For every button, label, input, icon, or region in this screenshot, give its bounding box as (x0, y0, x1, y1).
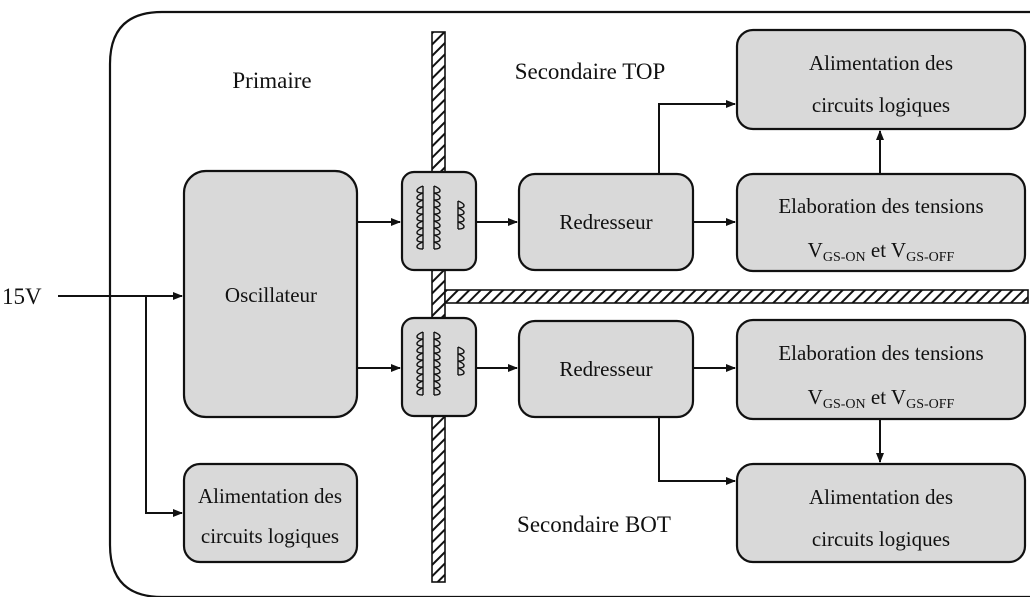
supply-top-line1: Alimentation des (809, 51, 953, 75)
input-voltage-label: 15V (2, 284, 42, 309)
elab-bot-line1: Elaboration des tensions (778, 341, 983, 365)
transformer-bot-block (400, 316, 478, 418)
supply-primary-line2: circuits logiques (201, 524, 339, 548)
region-label-secondary-bot: Secondaire BOT (517, 512, 671, 537)
supply-bot-line1: Alimentation des (809, 485, 953, 509)
transformer-top-block (400, 170, 478, 272)
transformer-bot-coil-icon (416, 331, 465, 396)
supply-top-line2: circuits logiques (812, 93, 950, 117)
transformer-top-coil-icon (416, 185, 465, 250)
supply-primary-line1: Alimentation des (198, 484, 342, 508)
wire-input-to-supply-primary (145, 296, 183, 517)
rectifier-top-label: Redresseur (559, 210, 652, 234)
region-label-primary: Primaire (232, 68, 311, 93)
supply-bot-line2: circuits logiques (812, 527, 950, 551)
connection-wires (58, 100, 884, 517)
wire-rectifier-top-to-supply (658, 100, 736, 174)
isolation-barrier-vertical (431, 31, 446, 583)
elab-bot-line2: VGS-ON et VGS-OFF (808, 385, 955, 412)
supply-bot-block (735, 462, 1027, 564)
rectifier-bot-label: Redresseur (559, 357, 652, 381)
isolation-barrier-horizontal (444, 289, 1029, 304)
enclosure-border (108, 10, 1030, 597)
supply-top-block (735, 28, 1027, 131)
supply-primary-block (182, 462, 359, 564)
region-label-secondary-top: Secondaire TOP (515, 59, 666, 84)
oscillator-block (182, 169, 359, 419)
elab-top-line2: VGS-ON et VGS-OFF (808, 238, 955, 265)
wire-rectifier-bot-to-supply (658, 417, 736, 485)
elab-top-line1: Elaboration des tensions (778, 194, 983, 218)
oscillator-label: Oscillateur (225, 283, 317, 307)
